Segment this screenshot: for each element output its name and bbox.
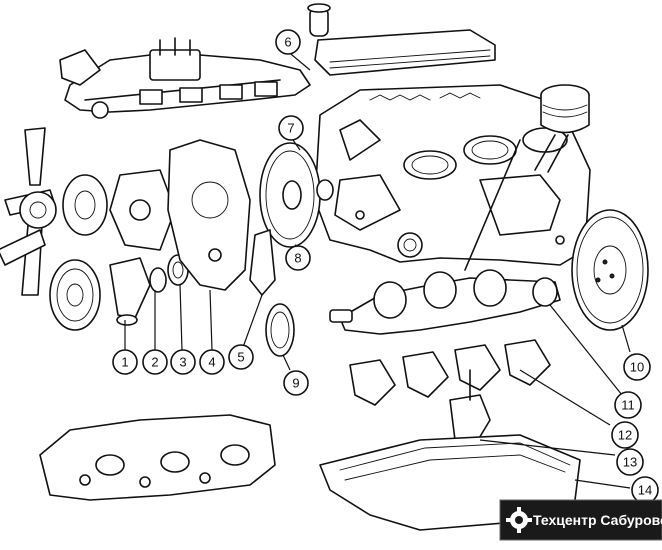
callout-9: 9: [283, 370, 309, 396]
callout-7: 7: [278, 115, 304, 141]
svg-text:11: 11: [621, 398, 635, 413]
callout-2: 2: [142, 349, 168, 375]
watermark-text: Техцентр Сабурово: [533, 512, 662, 528]
svg-text:12: 12: [618, 428, 632, 443]
svg-text:2: 2: [151, 355, 158, 370]
callout-14: 14: [631, 476, 659, 504]
engine-block: [314, 84, 591, 271]
svg-text:4: 4: [208, 355, 215, 370]
callout-4: 4: [199, 349, 225, 375]
callout-11: 11: [614, 391, 642, 419]
gear-icon: [506, 507, 532, 533]
water-pump: [62, 169, 176, 251]
small-gear: [265, 303, 295, 357]
callout-12: 12: [611, 421, 639, 449]
svg-text:6: 6: [284, 35, 291, 50]
thermostat-housing: [109, 257, 151, 326]
svg-text:7: 7: [287, 121, 294, 136]
crankshaft: [329, 269, 561, 335]
svg-text:1: 1: [121, 355, 128, 370]
svg-text:8: 8: [294, 251, 301, 266]
leader-lines: [124, 44, 631, 489]
callout-1: 1: [112, 349, 138, 375]
svg-text:10: 10: [630, 360, 644, 375]
bearing-caps: [349, 339, 551, 406]
svg-text:3: 3: [179, 355, 186, 370]
cylinder-head: [39, 414, 276, 501]
svg-text:9: 9: [292, 376, 299, 391]
seal-and-ring: [149, 254, 189, 293]
svg-text:13: 13: [623, 455, 637, 470]
watermark-badge: Техцентр Сабурово: [499, 499, 662, 541]
intake-manifold: [59, 37, 311, 119]
bracket: [249, 229, 276, 296]
valve-cover: [307, 3, 496, 76]
svg-text:14: 14: [638, 483, 652, 498]
callout-13: 13: [616, 448, 644, 476]
cooling-fan: [0, 127, 57, 296]
callouts: 1 2 3 4 5 6 7 8: [112, 29, 659, 504]
timing-cover: [167, 139, 251, 291]
flywheel: [571, 209, 649, 331]
callout-6: 6: [275, 29, 301, 55]
callout-10: 10: [623, 353, 651, 381]
callout-5: 5: [228, 344, 254, 370]
callout-3: 3: [170, 349, 196, 375]
crank-pulley: [49, 259, 101, 331]
timing-gear: [259, 142, 334, 248]
callout-8: 8: [285, 245, 311, 271]
svg-text:5: 5: [237, 350, 244, 365]
